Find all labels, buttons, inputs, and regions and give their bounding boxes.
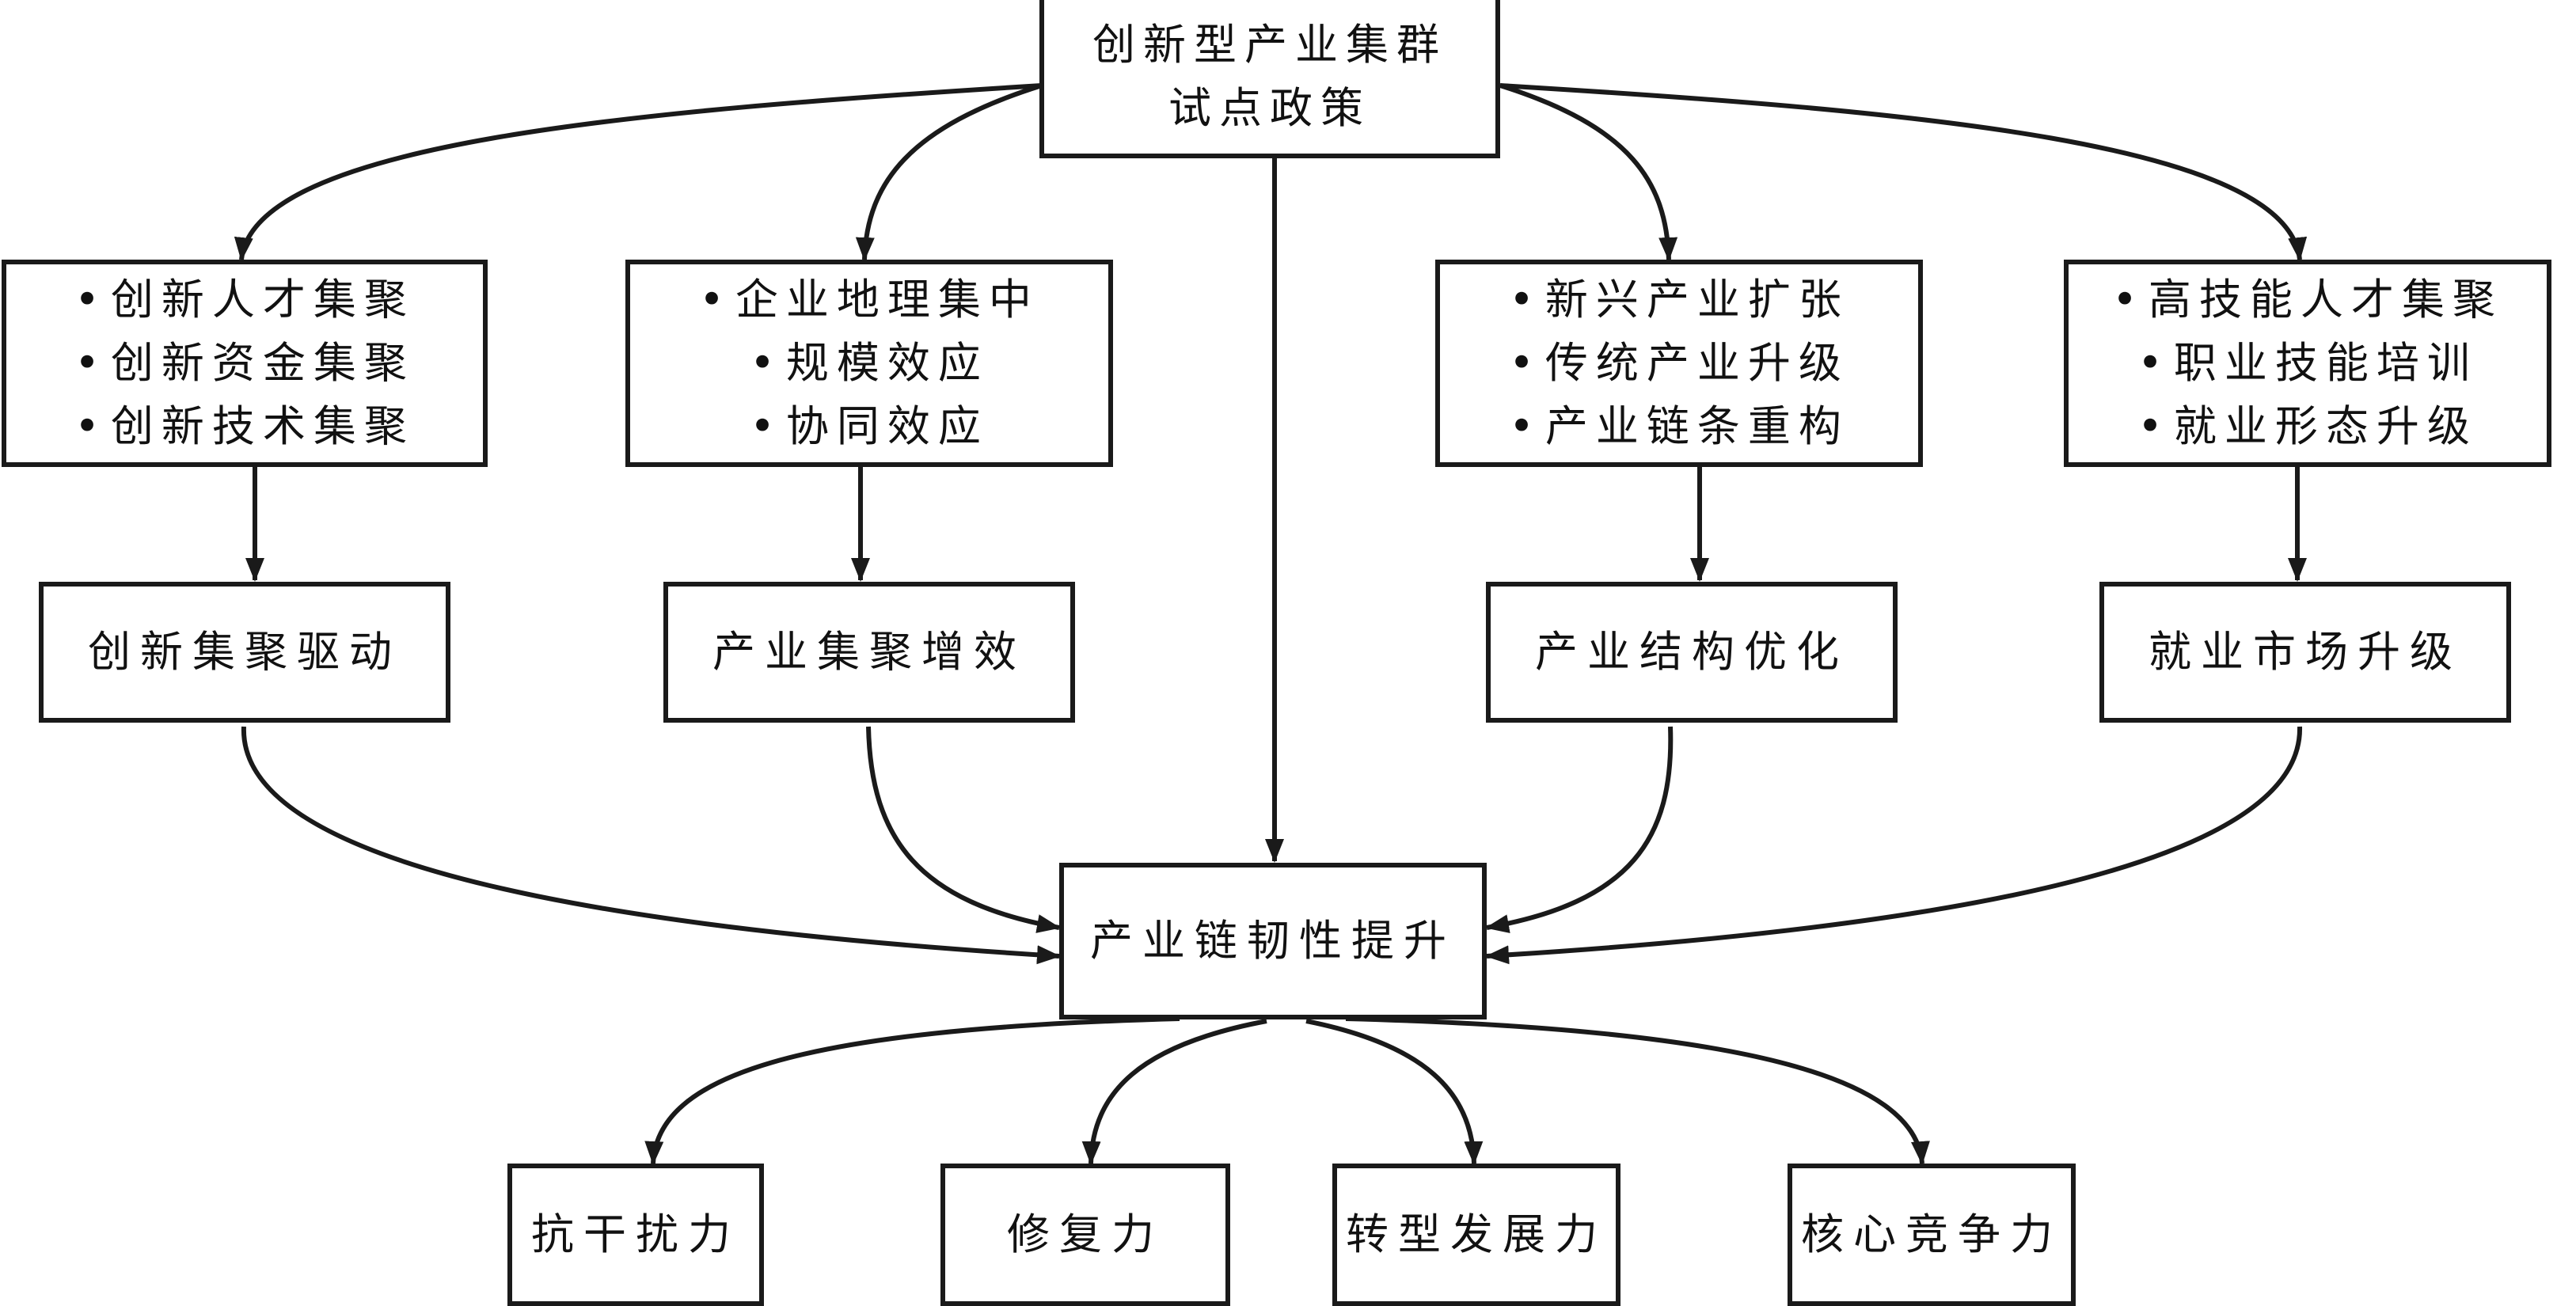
- outcome-box: 产业链韧性提升: [1059, 863, 1487, 1019]
- mechanism-box-innovation: 创新人才集聚 创新资金集聚 创新技术集聚: [2, 260, 488, 467]
- arrow-policy-to-structure-mechanism: [1499, 83, 1678, 261]
- arrow-outcome-to-transformation: [1305, 1019, 1484, 1165]
- arrow-agglomeration-channel-to-outcome: [866, 726, 1061, 933]
- arrow-policy-to-innovation-mechanism: [234, 83, 1043, 261]
- dimension-label: 抗干扰力: [531, 1209, 740, 1259]
- dimension-box-resistance: 抗干扰力: [507, 1164, 764, 1306]
- arrow-employment-channel-to-outcome: [1485, 726, 2303, 965]
- channel-label: 产业集聚增效: [712, 627, 1026, 677]
- dimension-label: 转型发展力: [1346, 1209, 1607, 1259]
- mechanism-box-employment: 高技能人才集聚 职业技能培训 就业形态升级: [2064, 260, 2551, 467]
- dimension-label: 核心竞争力: [1801, 1209, 2062, 1259]
- outcome-label: 产业链韧性提升: [1090, 916, 1456, 966]
- channel-label: 创新集聚驱动: [88, 627, 401, 677]
- mechanism-item: 产业链条重构: [1509, 395, 1849, 458]
- channel-box-agglomeration: 产业集聚增效: [663, 582, 1075, 723]
- arrow-outcome-to-recovery: [1081, 1019, 1267, 1165]
- policy-line-2: 试点政策: [1168, 83, 1371, 133]
- mechanism-item: 传统产业升级: [1509, 332, 1849, 395]
- mechanism-item: 协同效应: [750, 395, 989, 458]
- mechanism-item: 职业技能培训: [2137, 332, 2478, 395]
- arrow-innovation-channel-to-outcome: [241, 726, 1061, 965]
- mechanism-box-structure: 新兴产业扩张 传统产业升级 产业链条重构: [1435, 260, 1923, 467]
- policy-line-1: 创新型产业集群: [1092, 20, 1447, 70]
- dimension-box-transformation: 转型发展力: [1332, 1164, 1620, 1306]
- mechanism-item: 新兴产业扩张: [1509, 268, 1849, 332]
- mechanism-item: 高技能人才集聚: [2112, 268, 2503, 332]
- mechanism-item: 创新人才集聚: [74, 268, 415, 332]
- mechanism-item: 创新技术集聚: [74, 395, 415, 458]
- channel-box-structure: 产业结构优化: [1486, 582, 1898, 723]
- channel-label: 就业市场升级: [2149, 627, 2462, 677]
- mechanism-item: 企业地理集中: [699, 268, 1039, 332]
- mechanism-box-agglomeration: 企业地理集中 规模效应 协同效应: [625, 260, 1113, 467]
- channel-box-employment: 就业市场升级: [2099, 582, 2511, 723]
- mechanism-item: 创新资金集聚: [74, 332, 415, 395]
- arrow-policy-to-employment-mechanism: [1499, 83, 2308, 261]
- arrow-outcome-to-competitiveness: [1345, 1016, 1930, 1165]
- arrow-outcome-to-resistance: [644, 1016, 1180, 1165]
- channel-box-innovation: 创新集聚驱动: [39, 582, 450, 723]
- dimension-label: 修复力: [1007, 1209, 1164, 1259]
- dimension-box-competitiveness: 核心竞争力: [1788, 1164, 2076, 1306]
- arrow-policy-to-agglomeration-mechanism: [855, 83, 1043, 261]
- policy-box: 创新型产业集群 试点政策: [1039, 0, 1500, 158]
- mechanism-item: 就业形态升级: [2137, 395, 2478, 458]
- mechanism-item: 规模效应: [750, 332, 989, 395]
- dimension-box-recovery: 修复力: [940, 1164, 1230, 1306]
- arrow-structure-channel-to-outcome: [1485, 726, 1674, 933]
- channel-label: 产业结构优化: [1535, 627, 1848, 677]
